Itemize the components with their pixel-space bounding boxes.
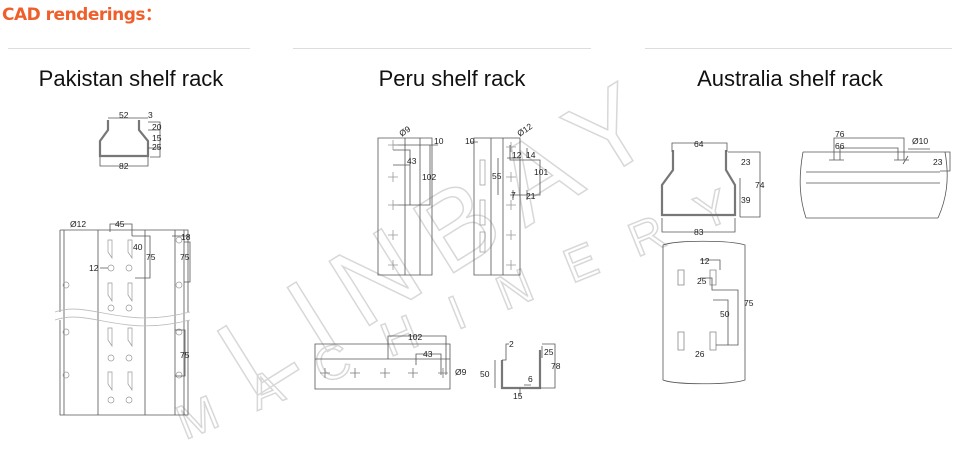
australia-upright-drawing: 12 25 75 50 26: [662, 240, 754, 385]
dimension-label: Ø10: [912, 136, 928, 146]
dimension-label: 50: [720, 309, 730, 319]
dimension-label: 26: [695, 349, 705, 359]
dimension-label: 21: [526, 191, 536, 201]
dimension-label: 10: [465, 136, 475, 146]
dimension-label: 40: [133, 242, 143, 252]
dimension-label: 101: [534, 167, 548, 177]
dimension-label: 78: [551, 361, 561, 371]
dimension-label: 74: [755, 180, 765, 190]
australia-heading: Australia shelf rack: [697, 66, 883, 91]
dimension-label: 75: [180, 350, 190, 360]
peru-profile-drawing: 2 25 50 78 6 15: [480, 339, 561, 401]
dimension-label: 55: [492, 171, 502, 181]
dimension-label: 12: [512, 150, 522, 160]
peru-heading: Peru shelf rack: [378, 66, 526, 91]
dimension-label: 75: [180, 252, 190, 262]
dimension-label: 14: [526, 150, 536, 160]
dimension-label: 25: [697, 276, 707, 286]
divider: [8, 48, 250, 49]
pakistan-upright-drawing: Ø12 45 40 75 12 18 75 75: [54, 219, 191, 416]
dimension-label: 15: [513, 391, 523, 401]
dimension-label: 7: [511, 190, 516, 200]
pakistan-heading: Pakistan shelf rack: [38, 66, 224, 91]
dimension-label: 43: [407, 156, 417, 166]
peru-upright-left-drawing: Ø9 10 43 102: [377, 124, 444, 276]
dimension-label: Ø9: [455, 367, 467, 377]
dimension-label: 76: [835, 129, 845, 139]
dimension-label: 25: [544, 347, 554, 357]
divider: [645, 48, 952, 49]
dimension-label: 23: [741, 157, 751, 167]
dimension-label: 82: [119, 161, 129, 171]
dimension-label: 6: [528, 374, 533, 384]
dimension-label: 12: [700, 256, 710, 266]
dimension-label: 10: [434, 136, 444, 146]
dimension-label: 20: [152, 122, 162, 132]
dimension-label: Ø12: [70, 219, 86, 229]
australia-beam-drawing: 76 66 Ø10 23: [799, 129, 951, 219]
dimension-label: 43: [423, 349, 433, 359]
dimension-label: 83: [694, 227, 704, 237]
dimension-label: 66: [835, 141, 845, 151]
dimension-label: 2: [509, 339, 514, 349]
dimension-label: 64: [694, 139, 704, 149]
divider: [293, 48, 591, 49]
peru-beam-drawing: 102 43 Ø9: [314, 332, 467, 390]
dimension-label: 45: [115, 219, 125, 229]
dimension-label: 50: [480, 369, 490, 379]
watermark-logo: LINBAY MACHINERY: [169, 49, 774, 451]
dimension-label: 102: [408, 332, 422, 342]
dimension-label: 3: [148, 110, 153, 120]
dimension-label: 25: [152, 142, 162, 152]
dimension-label: 23: [933, 157, 943, 167]
dimension-label: 39: [741, 195, 751, 205]
dimension-label: Ø9: [397, 124, 412, 139]
dimension-label: 75: [146, 252, 156, 262]
dimension-label: 18: [181, 232, 191, 242]
section-title: CAD renderings：: [2, 5, 162, 25]
dimension-label: 52: [119, 110, 129, 120]
dimension-label: 102: [422, 172, 436, 182]
dimension-label: 12: [89, 263, 99, 273]
dimension-label: 15: [152, 133, 162, 143]
dimension-label: 75: [744, 298, 754, 308]
pakistan-profile-drawing: 52 3 20 15 25 82: [98, 110, 162, 171]
australia-profile-drawing: 64 23 74 39 83: [660, 139, 765, 237]
